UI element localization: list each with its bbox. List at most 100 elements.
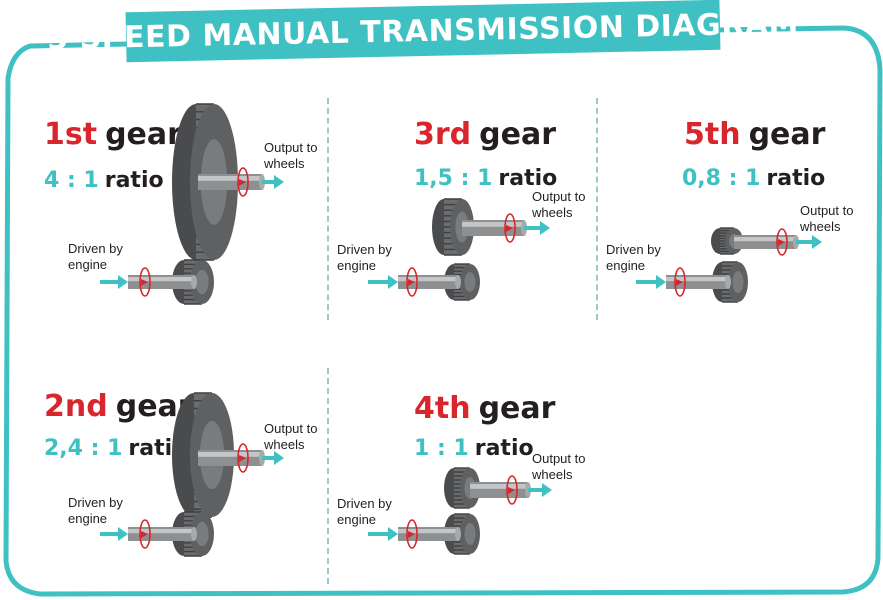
shaft-highlight xyxy=(470,484,528,489)
shaft-highlight xyxy=(398,529,458,534)
gear-number: 5th xyxy=(684,117,741,152)
rotation-ring xyxy=(139,267,151,297)
output-label: Output to wheels xyxy=(264,421,317,453)
output-label-line-2: wheels xyxy=(264,437,305,452)
gear-word: gear xyxy=(478,391,556,426)
ratio-value: 0,8 : 1 xyxy=(682,166,761,191)
rotation-arrowhead xyxy=(506,225,513,232)
gear-hub xyxy=(732,271,744,293)
output-label-line-1: Output to xyxy=(264,140,318,155)
input-label: Driven by engine xyxy=(337,242,392,274)
arrow-2nd-output xyxy=(262,451,284,465)
rotation-4th-input xyxy=(406,519,418,549)
divider-top-left xyxy=(327,98,329,320)
shaft-1st-input xyxy=(128,275,197,289)
ratio-value: 2,4 : 1 xyxy=(44,436,123,461)
rotation-ring xyxy=(406,267,418,297)
ratio-word: ratio xyxy=(498,166,558,191)
rotation-2nd-input xyxy=(139,519,151,549)
divider-top-right xyxy=(596,98,598,320)
arrow-head xyxy=(118,527,128,541)
shaft-5th-output xyxy=(734,235,799,249)
rotation-ring xyxy=(504,213,516,243)
ratio-value: 1 : 1 xyxy=(414,436,469,461)
input-label-line-2: engine xyxy=(337,258,377,273)
input-label: Driven by engine xyxy=(68,495,123,527)
ratio-value: 4 : 1 xyxy=(44,168,99,193)
arrow-2nd-input xyxy=(100,527,128,541)
shaft-end xyxy=(725,275,731,289)
rotation-4th-output xyxy=(506,475,518,505)
rotation-ring xyxy=(776,228,788,256)
shaft-end xyxy=(191,275,197,289)
rotation-arrowhead xyxy=(408,279,415,286)
shaft-highlight xyxy=(734,237,796,242)
rotation-5th-input xyxy=(674,267,686,297)
rotation-arrowhead xyxy=(408,531,415,538)
arrow-3rd-input xyxy=(368,275,398,289)
shaft-end xyxy=(455,275,461,289)
arrow-head xyxy=(656,275,666,289)
arrow-head xyxy=(274,175,284,189)
rotation-ring xyxy=(406,519,418,549)
output-label: Output to wheels xyxy=(264,140,317,172)
output-label-line-2: wheels xyxy=(264,156,305,171)
shaft-end xyxy=(455,527,461,541)
shaft-2nd-input xyxy=(128,527,197,541)
rotation-5th-output xyxy=(776,228,788,256)
shaft-4th-input xyxy=(398,527,461,541)
arrow-5th-input xyxy=(636,275,666,289)
rotation-ring xyxy=(506,475,518,505)
gear-hub xyxy=(464,272,476,292)
rotation-arrowhead xyxy=(676,279,683,286)
ratio-value: 1,5 : 1 xyxy=(414,166,493,191)
shaft-highlight xyxy=(398,277,458,282)
gear-number: 2nd xyxy=(44,389,108,424)
gear-hub xyxy=(464,523,476,545)
rotation-1st-input xyxy=(139,267,151,297)
shaft-highlight xyxy=(666,277,728,282)
rotation-2nd-output xyxy=(237,443,249,473)
input-label-line-2: engine xyxy=(606,258,646,273)
input-label-line-2: engine xyxy=(68,511,108,526)
output-label: Output to wheels xyxy=(532,189,585,221)
shaft-3rd-output xyxy=(462,220,527,236)
input-label: Driven by engine xyxy=(68,241,123,273)
output-label-line-1: Output to xyxy=(532,189,586,204)
ratio-word: ratio xyxy=(766,166,826,191)
arrow-4th-output xyxy=(528,483,552,497)
rotation-arrowhead xyxy=(141,531,148,538)
input-label: Driven by engine xyxy=(337,496,392,528)
output-label-line-2: wheels xyxy=(532,467,573,482)
shaft-1st-output xyxy=(198,174,265,190)
arrow-4th-input xyxy=(368,527,398,541)
rotation-ring xyxy=(674,267,686,297)
arrow-head xyxy=(118,275,128,289)
arrow-head xyxy=(540,221,550,235)
shaft-highlight xyxy=(198,452,262,457)
ratio-word: ratio xyxy=(104,168,164,193)
shaft-highlight xyxy=(128,529,194,534)
rotation-arrowhead xyxy=(239,179,246,186)
shaft-highlight xyxy=(128,277,194,282)
gear-3rd-output xyxy=(432,198,474,256)
rotation-ring xyxy=(237,443,249,473)
arrow-head xyxy=(274,451,284,465)
shaft-2nd-output xyxy=(198,450,265,466)
output-label-line-1: Output to xyxy=(264,421,318,436)
input-label-line-1: Driven by xyxy=(68,495,123,510)
input-label-line-1: Driven by xyxy=(337,242,392,257)
gear-word: gear xyxy=(479,117,557,152)
arrow-head xyxy=(388,527,398,541)
divider-bottom xyxy=(327,368,329,584)
arrow-head xyxy=(812,235,822,249)
input-label: Driven by engine xyxy=(606,242,661,274)
output-label: Output to wheels xyxy=(532,451,585,483)
rotation-ring xyxy=(139,519,151,549)
